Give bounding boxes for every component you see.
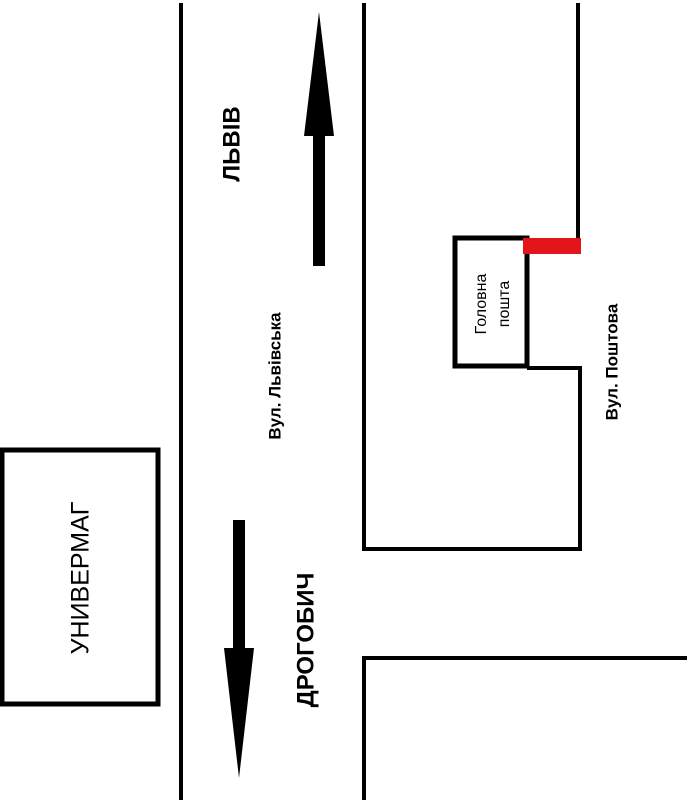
upper-block-outline bbox=[362, 3, 582, 551]
arrow-up-icon bbox=[304, 12, 334, 266]
post-office-label-line2: пошта bbox=[496, 281, 513, 328]
post-office-label-line1: Головна bbox=[473, 274, 490, 335]
direction-drohobych-label: ДРОГОБИЧ bbox=[292, 573, 319, 708]
street-lvivska-label: Вул. Львівська bbox=[265, 312, 284, 440]
department-store-building bbox=[0, 447, 161, 707]
post-office-entrance-marker bbox=[523, 238, 581, 254]
street-poshtova-label: Вул. Поштова bbox=[602, 303, 621, 420]
lower-block-outline bbox=[362, 656, 687, 800]
arrow-down-icon bbox=[224, 520, 254, 778]
direction-lviv-label: ЛЬВІВ bbox=[218, 106, 245, 181]
department-store-label: УНИВЕРМАГ bbox=[67, 501, 95, 654]
post-office-building bbox=[452, 235, 530, 369]
